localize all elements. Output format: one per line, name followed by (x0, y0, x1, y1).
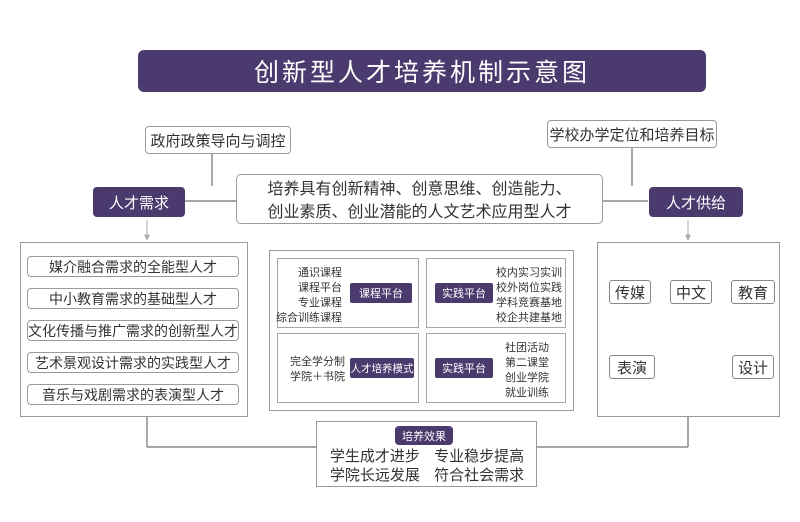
practice-item: 就业训练 (505, 386, 549, 399)
course-item: 综合训练课程 (276, 311, 342, 324)
practice-list-2: 社团活动 第二课堂 创业学院 就业训练 (505, 340, 549, 400)
training-goal-line-2: 创业素质、创业潜能的人文艺术应用型人才 (267, 202, 572, 221)
demand-item: 媒介融合需求的全能型人才 (27, 256, 239, 277)
course-item: 专业课程 (298, 296, 342, 309)
demand-item: 艺术景观设计需求的实践型人才 (27, 352, 239, 373)
cycle-node-education: 教育 (731, 280, 775, 304)
practice-platform-label: 实践平台 (435, 283, 493, 303)
practice-platform-cell-2: 实践平台 社团活动 第二课堂 创业学院 就业训练 (426, 333, 566, 403)
training-goal-line-1: 培养具有创新精神、创意思维、创造能力、 (267, 179, 572, 198)
course-item: 通识课程 (298, 266, 342, 279)
mode-list: 完全学分制 学院＋书院 (290, 354, 345, 384)
effect-line-2: 学院长远发展 符合社会需求 (329, 466, 525, 484)
practice-platform-label: 实践平台 (435, 358, 493, 378)
practice-item: 校外岗位实践 (496, 281, 562, 294)
demand-item: 中小教育需求的基础型人才 (27, 288, 239, 309)
training-mode-label: 人才培养模式 (350, 358, 414, 378)
practice-item: 校企共建基地 (496, 311, 562, 324)
effect-line-1: 学生成才进步 专业稳步提高 (329, 447, 525, 465)
talent-demand-header: 人才需求 (93, 187, 185, 217)
talent-supply-header: 人才供给 (649, 187, 743, 217)
demand-item: 文化传播与推广需求的创新型人才 (27, 320, 239, 341)
course-list: 通识课程 课程平台 专业课程 综合训练课程 (276, 265, 342, 325)
cycle-node-chinese: 中文 (670, 280, 712, 304)
diagram-title: 创新型人才培养机制示意图 (138, 50, 706, 92)
mode-item: 完全学分制 (290, 355, 345, 368)
cycle-node-design: 设计 (732, 355, 774, 379)
cycle-node-performance: 表演 (609, 355, 655, 379)
training-goal-box: 培养具有创新精神、创意思维、创造能力、 创业素质、创业潜能的人文艺术应用型人才 (236, 174, 603, 224)
training-mode-cell: 完全学分制 学院＋书院 人才培养模式 (277, 333, 419, 403)
course-platform-label: 课程平台 (350, 283, 412, 303)
mode-item: 学院＋书院 (290, 370, 345, 383)
practice-item: 校内实习实训 (496, 266, 562, 279)
course-platform-cell: 通识课程 课程平台 专业课程 综合训练课程 课程平台 (276, 258, 419, 328)
practice-item: 创业学院 (505, 371, 549, 384)
supply-panel (597, 242, 780, 417)
practice-list-1: 校内实习实训 校外岗位实践 学科竞赛基地 校企共建基地 (496, 265, 562, 325)
demand-item: 音乐与戏剧需求的表演型人才 (27, 384, 239, 405)
practice-platform-cell-1: 实践平台 校内实习实训 校外岗位实践 学科竞赛基地 校企共建基地 (426, 258, 566, 328)
course-item: 课程平台 (298, 281, 342, 294)
practice-item: 学科竞赛基地 (496, 296, 562, 309)
gov-policy-box: 政府政策导向与调控 (145, 126, 291, 154)
school-goal-box: 学校办学定位和培养目标 (547, 120, 717, 148)
practice-item: 社团活动 (505, 341, 549, 354)
cycle-node-media: 传媒 (609, 280, 651, 304)
effect-label: 培养效果 (395, 426, 453, 445)
practice-item: 第二课堂 (505, 356, 549, 369)
